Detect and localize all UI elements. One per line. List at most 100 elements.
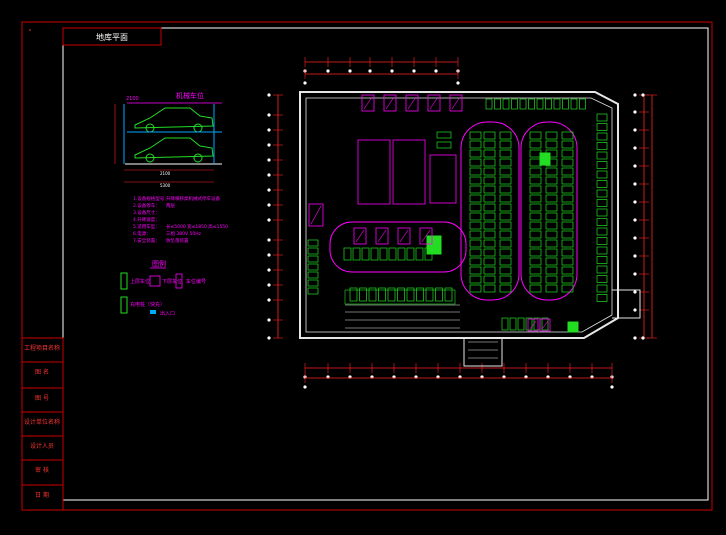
parking-stall: [378, 287, 386, 302]
axis-bubble: [633, 146, 637, 150]
parking-stall: [511, 98, 518, 110]
axis-bubble: [390, 69, 394, 73]
axis-bubble: [368, 69, 372, 73]
side-panel-label: 设计人员: [30, 442, 54, 450]
parking-stall: [529, 230, 542, 239]
parking-stall: [596, 113, 608, 122]
parking-stall: [425, 287, 434, 302]
mechanical-bay: [405, 94, 419, 112]
floor-plan: [299, 91, 641, 367]
mechanical-bay: [375, 227, 389, 245]
parking-stall: [545, 131, 558, 140]
parking-stall: [596, 208, 608, 217]
mechanical-bay: [449, 94, 463, 112]
parking-stall: [499, 257, 512, 266]
parking-stall: [436, 131, 452, 139]
legend-item-lower: 下层车位: [162, 278, 182, 285]
parking-stall: [469, 176, 482, 185]
parking-stall: [406, 247, 415, 261]
drawing-title: 地库平面: [96, 32, 128, 42]
parking-stall: [469, 203, 482, 212]
mechanical-bay-diagonal: [421, 229, 431, 243]
spec-note-value: 两层: [166, 203, 175, 209]
parking-stall: [307, 263, 319, 271]
parking-stall: [596, 284, 608, 293]
parking-stall: [499, 176, 512, 185]
parking-stall: [499, 248, 512, 257]
parking-stall: [483, 284, 496, 293]
parking-stall: [596, 161, 608, 169]
drive-loop-3: [329, 221, 467, 273]
parking-stall: [352, 247, 361, 261]
parking-stall: [545, 248, 558, 257]
parking-stall: [529, 176, 542, 185]
parking-stall: [483, 266, 496, 275]
parking-stall: [529, 239, 542, 248]
corner-mark: [29, 29, 31, 31]
mechanical-bay: [419, 227, 433, 245]
axis-bubble: [303, 81, 307, 85]
axis-bubble: [633, 218, 637, 222]
parking-stall: [529, 266, 542, 275]
parking-stall: [561, 167, 574, 176]
parking-stall: [545, 284, 558, 293]
parking-stall: [529, 140, 542, 149]
parking-stall: [541, 317, 549, 331]
spec-note-label: 1.设备规格型号：: [133, 195, 169, 202]
parking-stall: [499, 158, 512, 167]
parking-stall: [397, 247, 406, 261]
mechanical-bay-diagonal: [541, 320, 549, 330]
parking-stall: [561, 131, 574, 140]
axis-bubble: [641, 93, 645, 97]
parking-stall: [562, 98, 569, 110]
mechanical-bay-diagonal: [529, 320, 537, 330]
parking-stall: [545, 185, 558, 194]
axis-bubble: [633, 110, 637, 114]
parking-stall: [545, 176, 558, 185]
spec-note-value: 长≤5000 宽≤1850 高≤1550: [166, 223, 228, 230]
title-tab: [62, 27, 162, 46]
axis-bubble: [633, 236, 637, 240]
axis-bubble: [267, 283, 271, 287]
parking-stall: [416, 287, 424, 302]
parking-stall: [529, 185, 542, 194]
parking-stall: [517, 317, 525, 331]
parking-stall: [483, 194, 496, 203]
parking-stall: [483, 149, 496, 158]
parking-stall: [561, 140, 574, 149]
parking-stall: [561, 257, 574, 266]
parking-stall: [596, 151, 608, 160]
axis-bubble: [267, 318, 271, 322]
spec-note-label: 2.设备停车：: [133, 202, 160, 209]
parking-stall: [509, 317, 517, 331]
mechanical-bay: [361, 94, 375, 112]
spec-note-value: 三相 380V 50Hz: [166, 230, 202, 237]
equipment-room-3: [567, 321, 579, 333]
parking-stall: [361, 247, 370, 261]
parking-stall: [307, 239, 319, 247]
parking-stall: [469, 230, 482, 239]
equipment-room-1: [426, 235, 442, 255]
parking-stall: [561, 275, 574, 284]
mechanical-bay-diagonal: [310, 205, 322, 225]
parking-stalls: [307, 98, 608, 331]
parking-stall: [469, 149, 482, 158]
axis-bubble: [303, 385, 307, 389]
parking-stall: [469, 212, 482, 221]
parking-stall: [545, 203, 558, 212]
parking-stall: [561, 203, 574, 212]
parking-stall: [529, 203, 542, 212]
parking-stall: [483, 257, 496, 266]
parking-stall: [545, 140, 558, 149]
spec-note-label: 7.安全装置：: [133, 237, 160, 244]
parking-stall: [561, 266, 574, 275]
parking-stall: [499, 203, 512, 212]
axis-bubble: [633, 200, 637, 204]
axis-bubble: [326, 69, 330, 73]
axis-bubble: [267, 188, 271, 192]
parking-stall: [499, 194, 512, 203]
axis-bubble: [456, 81, 460, 85]
car-lower: [134, 137, 214, 163]
dim-label-1: 2100: [126, 96, 139, 102]
parking-stall: [499, 140, 512, 149]
